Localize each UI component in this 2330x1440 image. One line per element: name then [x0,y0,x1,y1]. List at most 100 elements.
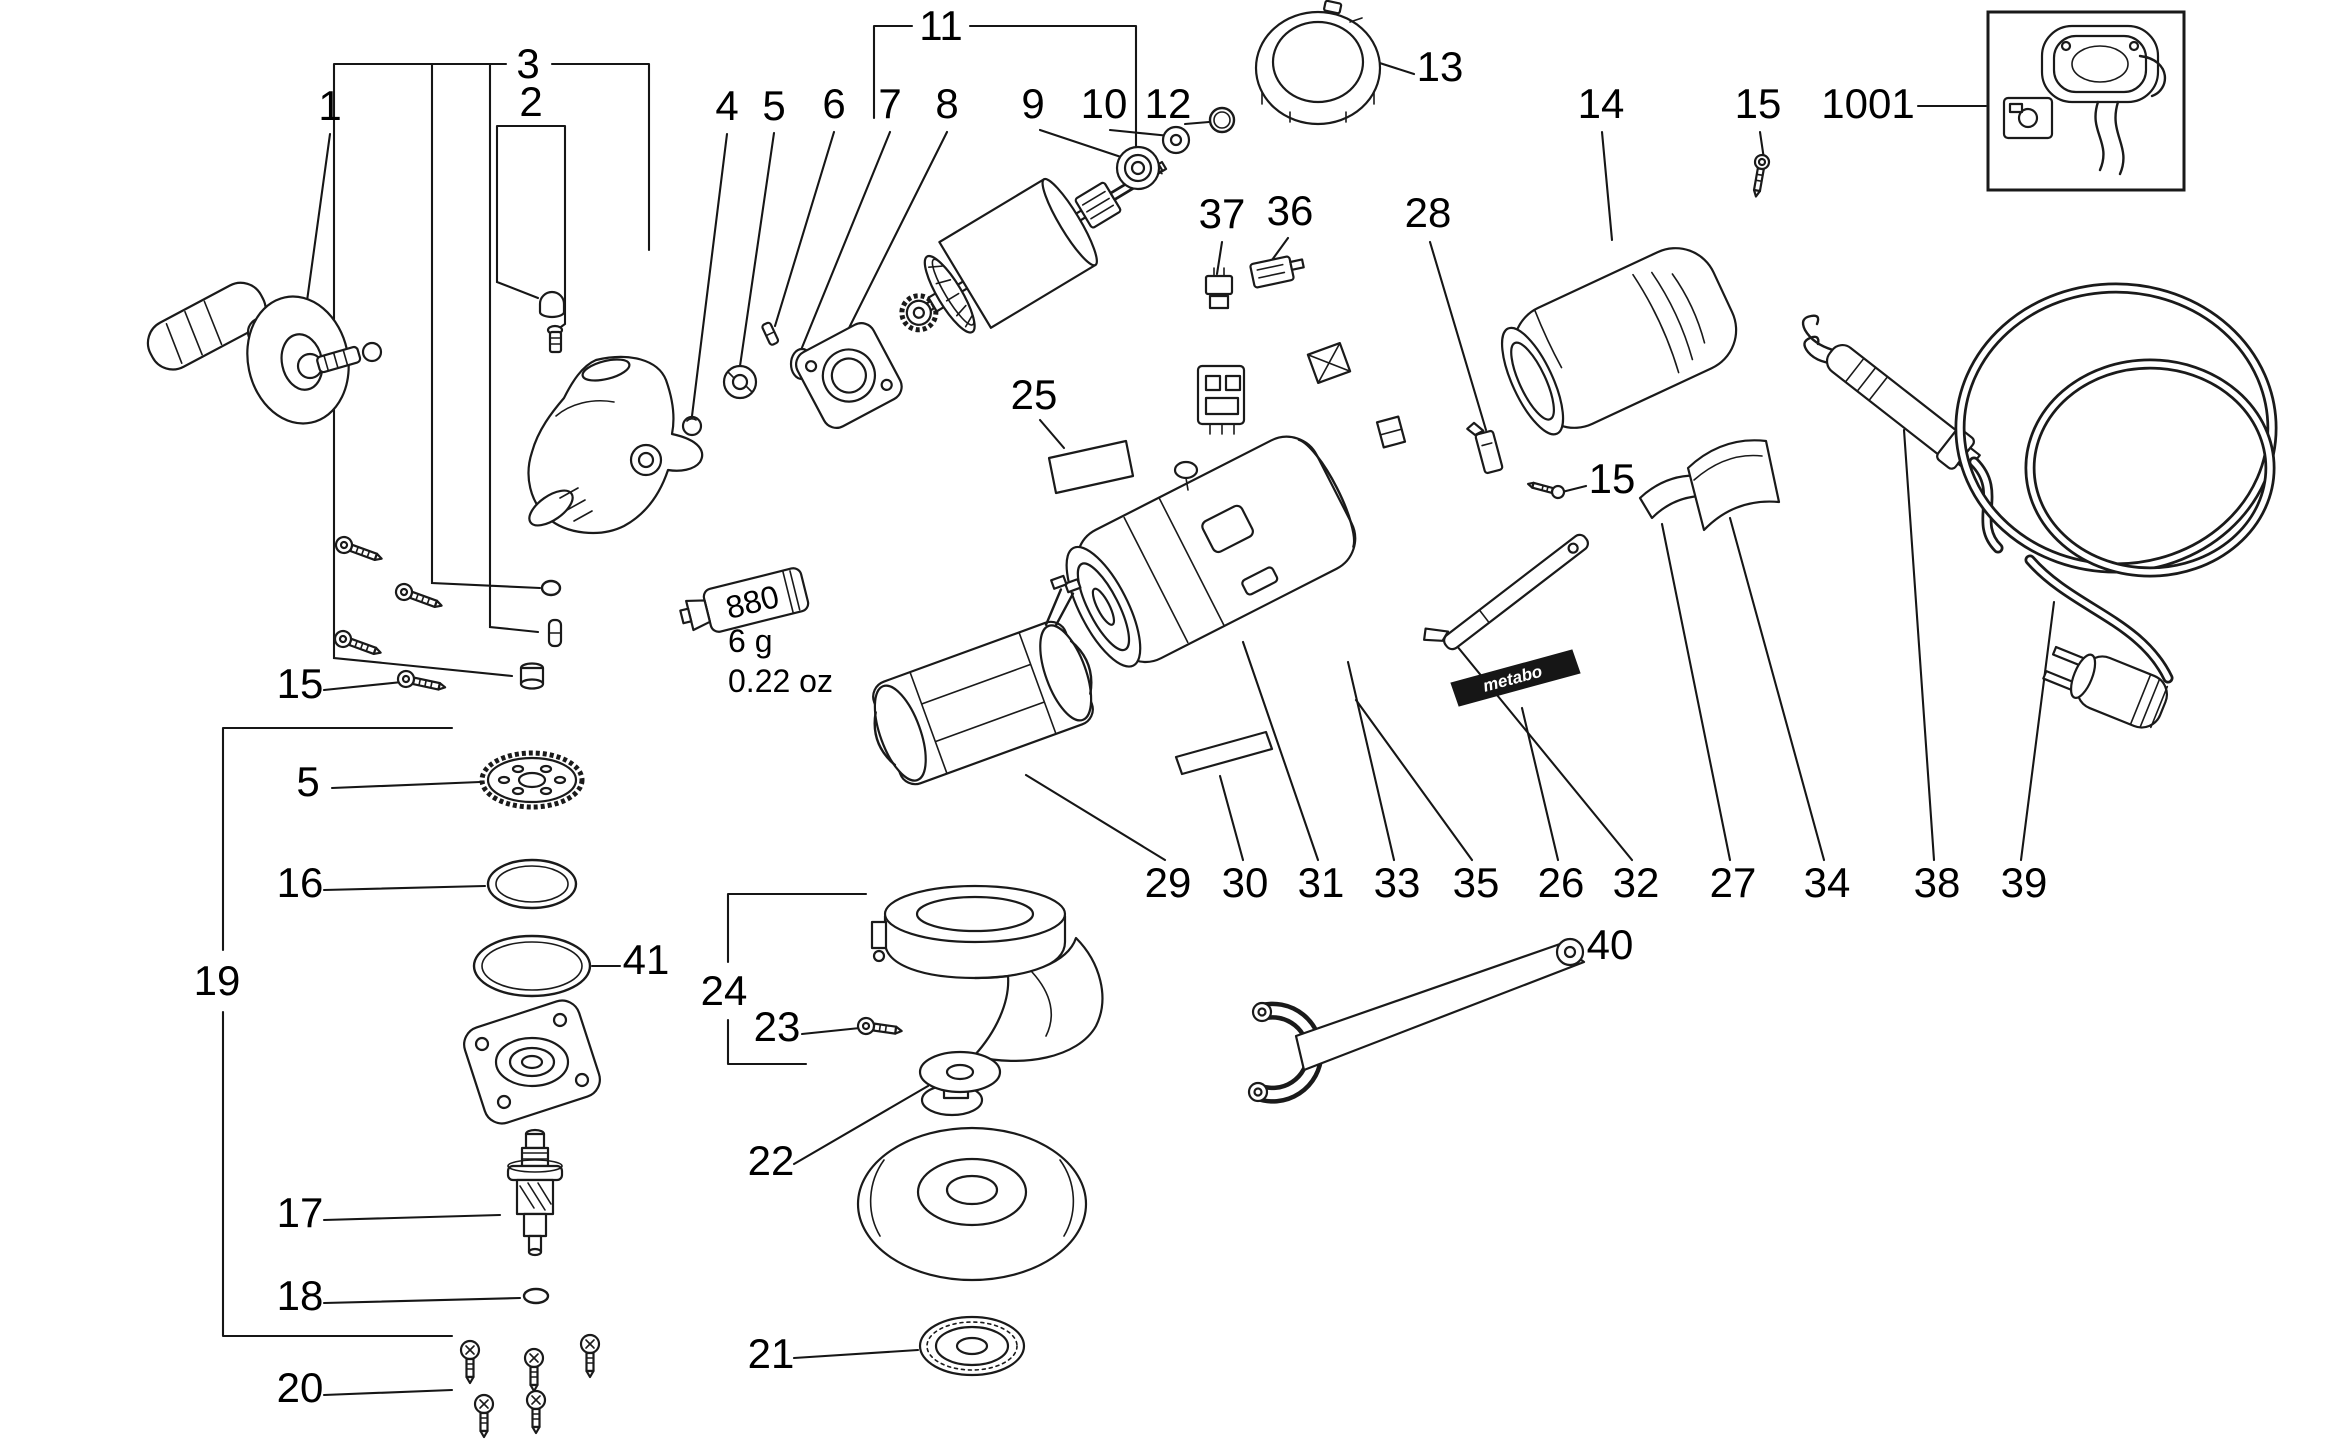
part-label-13: 13 [1417,43,1464,90]
part-label-32: 32 [1613,859,1660,906]
leader-20 [322,1388,454,1397]
switch-block [1196,364,1246,435]
leader-23 [800,1026,862,1036]
part-21-clamp-nut [918,1315,1026,1377]
part-10-washer [1161,125,1191,155]
part-label-21: 21 [748,1330,795,1377]
leader-19 [221,726,454,1338]
leader-27 [1660,522,1732,862]
part-label-27: 27 [1710,859,1757,906]
part-label-15-left: 15 [277,660,324,707]
part-3-fasteners [519,579,563,690]
leader-18 [322,1296,522,1305]
part-label-3: 3 [516,40,539,87]
part-label-5-left: 5 [296,758,319,805]
part-15-screw-set-left [333,535,447,691]
part-18-o-ring [522,1287,550,1305]
leader-3 [332,62,651,678]
part-label-20: 20 [277,1364,324,1411]
part-label-1: 1 [318,82,341,129]
part-label-1001: 1001 [1821,80,1914,127]
part-15-screw-topright [1752,153,1771,198]
part-32-lever-bar [1423,533,1589,651]
part-label-19: 19 [194,957,241,1004]
gear-housing [527,355,704,535]
part-label-25: 25 [1011,371,1058,418]
part-label-9: 9 [1021,80,1044,127]
part-20-screw-set [459,1333,601,1439]
part-label-4: 4 [715,82,738,129]
part-label-40: 40 [1587,921,1634,968]
leader-17 [322,1213,502,1222]
part-5-gear [479,750,585,810]
leader-29 [1024,773,1167,862]
part-label-15-mid: 15 [1589,455,1636,502]
part-29-field-coil [872,574,1094,786]
part-37-connector [1204,267,1234,310]
leader-4 [690,132,729,418]
part-30-label-plate [1174,730,1274,776]
part-22-inner-flange [918,1050,1002,1117]
leader-37 [1215,240,1224,276]
brush-holder-a [1306,341,1352,385]
part-label-35: 35 [1453,859,1500,906]
leader-34 [1728,516,1826,862]
part-label-29: 29 [1145,859,1192,906]
callout-labels: 1 2 3 4 5 6 7 8 9 10 11 12 13 14 15 1001… [194,2,2048,1411]
leader-lines [221,24,2056,1397]
grinding-wheel [856,1126,1088,1282]
grease-weight-grams: 6 g [728,623,772,659]
part-label-7: 7 [878,80,901,127]
part-41-ring [472,934,592,998]
part-8-bearing-flange [795,322,903,429]
part-1001-service-kit-box [1986,10,2186,192]
part-label-10: 10 [1081,80,1128,127]
part-13-clamp-ring [1254,0,1382,126]
part-31-motor-housing [1065,435,1357,668]
part-28-bracket [1466,421,1504,475]
part-34-cover-sheet [1686,439,1781,532]
leader-5-left [330,780,482,790]
leader-35 [1354,698,1474,862]
bearing-flange-plate [463,999,601,1125]
part-17-spindle [506,1128,564,1257]
leader-39 [2019,600,2056,862]
leader-15-left [322,680,404,692]
part-36-connector [1249,255,1305,289]
leader-24 [726,892,868,1066]
leader-38 [1902,428,1936,862]
part-9-bearing [1115,145,1161,191]
part-14-motor-cover [1500,247,1738,436]
part-label-26: 26 [1538,859,1585,906]
leader-31 [1241,640,1320,862]
part-label-16: 16 [277,859,324,906]
part-16-o-ring [486,858,578,910]
leader-10 [1108,128,1172,138]
part-39-power-cord [1954,282,2278,729]
leader-16 [322,884,487,892]
leader-15-mid [1560,484,1588,494]
leader-12 [1183,120,1211,126]
part-23-screw [856,1016,903,1036]
leader-22 [792,1084,930,1166]
part-label-6: 6 [822,80,845,127]
leader-36 [1270,236,1290,262]
part-label-23: 23 [754,1003,801,1050]
part-6-pin [761,321,780,346]
part-25-label-plate [1047,439,1135,495]
leader-33 [1346,660,1396,862]
leader-6 [773,130,836,328]
part-label-41: 41 [623,936,670,983]
part-label-14: 14 [1578,80,1625,127]
part-24-wheel-guard [870,884,1104,1062]
part-label-11: 11 [919,2,963,49]
leader-5-top [738,131,776,368]
part-4-ball [681,415,703,437]
part-label-8: 8 [935,80,958,127]
part-label-33: 33 [1374,859,1421,906]
leader-14 [1600,130,1614,242]
part-5-bearing-top [722,364,758,400]
leader-25 [1038,418,1066,450]
part-12-snap-ring [1208,106,1236,134]
